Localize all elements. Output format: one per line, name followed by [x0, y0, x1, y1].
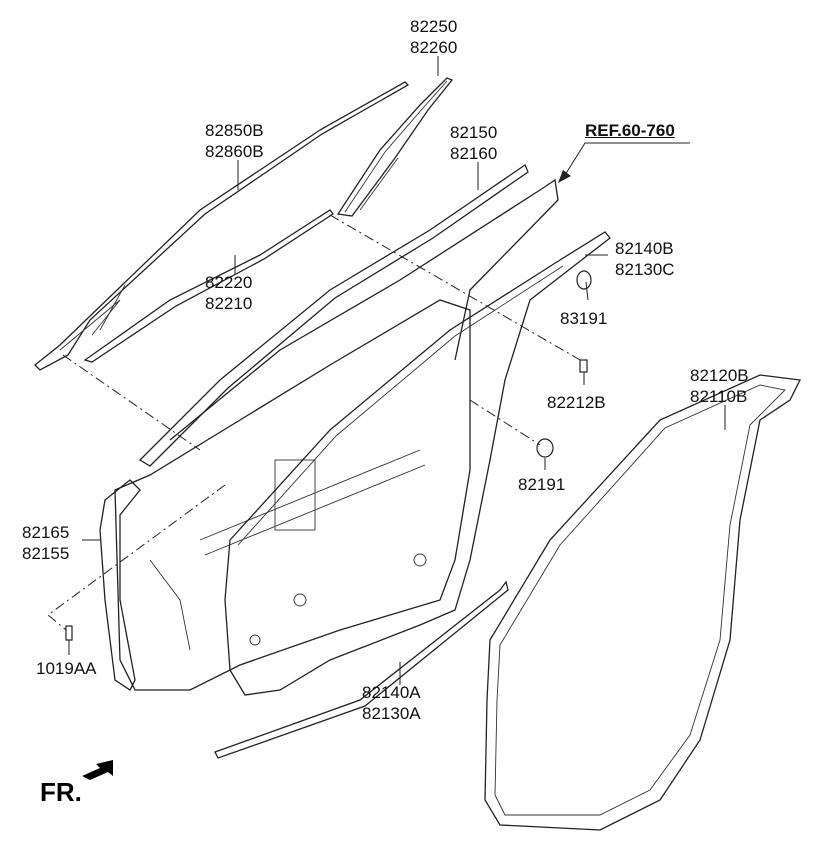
front-direction-arrow-icon	[82, 760, 113, 780]
label-body-weatherstrip: 82120B 82110B	[690, 366, 749, 406]
label-plug-82191: 82191	[518, 475, 566, 494]
label-door-side-weatherstrip: 82140B 82130C	[615, 239, 675, 279]
label-screw-82212b: 82212B	[547, 393, 606, 412]
label-clip-83191: 83191	[560, 309, 608, 328]
label-weatherstrip-upper: 82150 82160	[450, 123, 498, 163]
lower-weatherstrip-part	[214, 580, 509, 759]
upper-weatherstrip-part	[138, 164, 559, 467]
door-inner-panel	[114, 299, 471, 691]
plug-82191-icon	[536, 438, 554, 458]
clip-83191-icon	[576, 270, 592, 290]
screw-1019aa-icon	[65, 625, 73, 641]
front-direction-label: FR.	[40, 777, 82, 807]
label-front-seal: 82165 82155	[22, 523, 70, 563]
front-seal-part	[99, 479, 141, 691]
belt-inner-part	[83, 209, 334, 363]
body-weatherstrip-part	[484, 374, 801, 831]
door-side-weatherstrip-part	[224, 231, 611, 696]
label-lower-weatherstrip: 82140A 82130A	[362, 683, 421, 723]
label-screw-1019aa: 1019AA	[36, 659, 97, 678]
glass-run-upper-part	[336, 77, 454, 217]
label-belt-inner: 82220 82210	[205, 273, 253, 313]
leader-lines	[68, 56, 726, 685]
reference-arrow-icon	[558, 142, 690, 183]
label-glass-run-upper: 82250 82260	[410, 17, 458, 57]
screw-82212b-icon	[579, 359, 588, 373]
label-reference: REF.60-760	[585, 121, 675, 140]
belt-outer-part	[34, 81, 410, 371]
reference-lines	[47, 214, 581, 631]
label-belt-outer: 82850B 82860B	[205, 121, 264, 161]
